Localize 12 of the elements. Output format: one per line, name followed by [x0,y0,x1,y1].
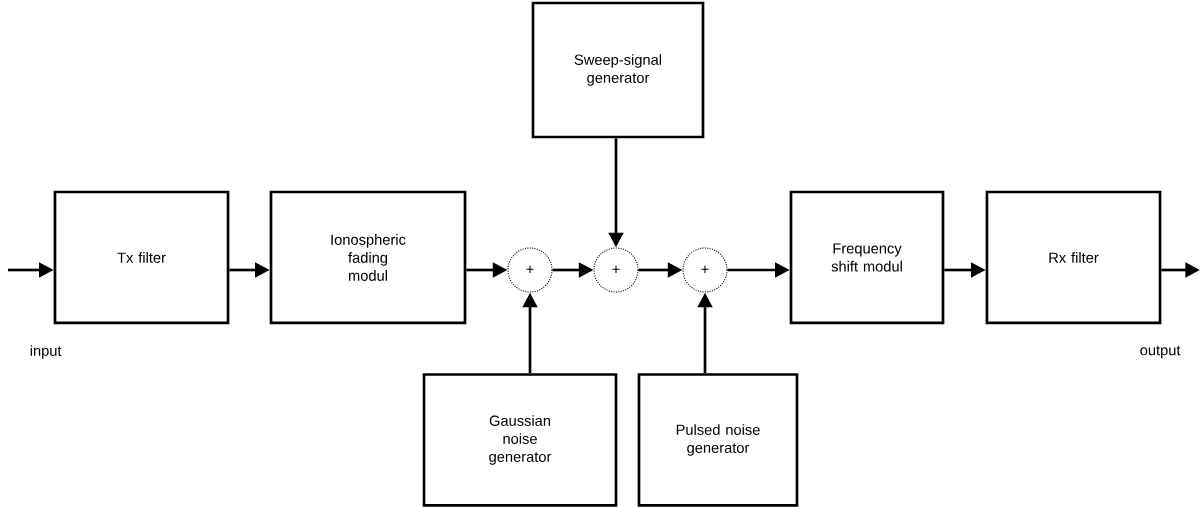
block-box: Sweep-signal generator [531,1,705,139]
block-box: Tx filter [53,190,230,325]
summing-junction: + [507,247,553,293]
block-box: Gaussian noise generator [422,373,618,507]
port-label: output [1140,345,1181,359]
block-box: Rx filter [985,190,1162,325]
summing-junction: + [593,247,639,293]
port-label: input [30,345,62,359]
block-box: Frequency shift modul [789,190,945,325]
block-box: Pulsed noise generator [637,373,799,507]
summing-junction: + [682,247,728,293]
block-box: Ionospheric fading modul [269,190,467,325]
